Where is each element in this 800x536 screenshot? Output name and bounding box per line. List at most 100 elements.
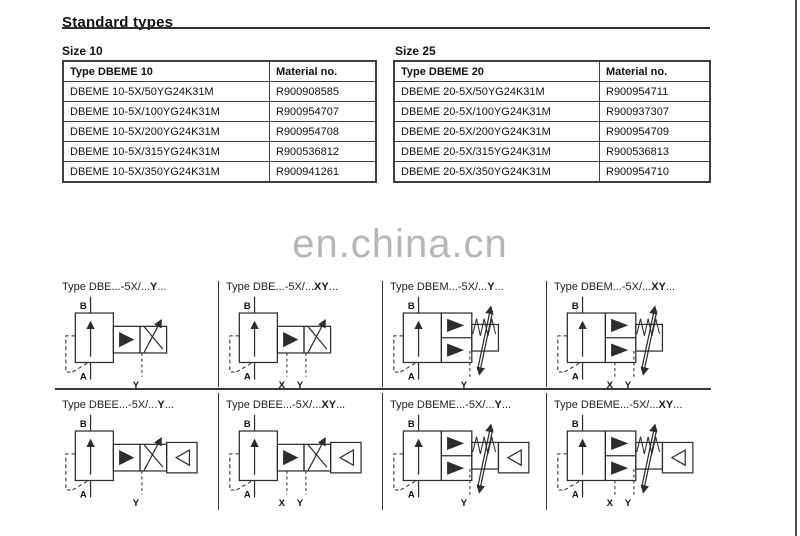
port-label-b: B	[80, 419, 87, 430]
table-cell: DBEME 20-5X/100YG24K31M	[393, 101, 600, 122]
valve-schematic-dbee-y: B A Y	[65, 414, 198, 509]
diagram-label: Type DBEE...-5X/...XY...	[226, 399, 346, 411]
table-cell: R900941261	[269, 161, 377, 183]
page-title: Standard types	[62, 14, 174, 32]
table-cell: DBEME 10-5X/50YG24K31M	[62, 81, 270, 102]
valve-body	[74, 430, 114, 482]
diagram-cell-dbee-y: Type DBEE...-5X/...Y... B A Y	[55, 389, 219, 536]
diagram-row-divider	[55, 388, 711, 390]
port-label-y: Y	[297, 498, 304, 509]
spring-icon	[472, 318, 497, 336]
port-label-y: Y	[625, 498, 632, 509]
adjuster-box	[303, 325, 332, 354]
table-cell: DBEME 20-5X/315YG24K31M	[393, 141, 600, 162]
pilot-line	[393, 453, 404, 491]
watermark: en.china.cn	[292, 222, 508, 266]
solenoid-triangle-icon	[119, 450, 135, 466]
port-label-y: Y	[625, 380, 632, 391]
port-label-a: A	[572, 490, 579, 501]
port-label-a: A	[408, 490, 415, 501]
port-label-a: A	[244, 490, 251, 501]
port-label-y: Y	[297, 380, 304, 391]
port-label-b: B	[572, 419, 579, 430]
valve-body	[566, 430, 606, 482]
table-cell: DBEME 10-5X/200YG24K31M	[62, 121, 270, 142]
table-cell: R900954711	[599, 81, 711, 102]
table-cell: DBEME 20-5X/350YG24K31M	[393, 161, 600, 183]
pilot-line	[229, 453, 240, 491]
solenoid-triangle-icon	[447, 436, 465, 451]
table-cell: R900536812	[269, 141, 377, 162]
port-label-x: X	[607, 498, 614, 509]
solenoid-triangle-icon	[611, 436, 629, 451]
port-label-y: Y	[133, 498, 140, 509]
pilot-line	[65, 335, 76, 373]
solenoid-triangle-icon	[283, 332, 299, 348]
table-header-cell: Type DBEME 20	[393, 60, 600, 82]
valve-schematic-dbe-y: BAY	[65, 296, 168, 391]
port-label-a: A	[244, 372, 251, 383]
pilot-line	[65, 453, 76, 491]
table-cell: DBEME 10-5X/315YG24K31M	[62, 141, 270, 162]
diagram-column-divider	[382, 393, 383, 510]
port-label-x: X	[279, 380, 286, 391]
diagram-label: Type DBEE...-5X/...Y...	[62, 399, 174, 411]
solenoid-triangle-icon	[283, 450, 299, 466]
port-label-y: Y	[461, 380, 468, 391]
electronics-triangle-icon	[506, 448, 522, 467]
solenoid-triangle-icon	[611, 318, 629, 333]
diagram-label: Type DBE...-5X/...Y...	[62, 281, 167, 293]
diagram-label: Type DBEM...-5X/...Y...	[390, 281, 504, 293]
electronics-triangle-icon	[670, 448, 686, 467]
valve-body	[402, 430, 442, 482]
pilot-line	[393, 335, 404, 373]
electronics-triangle-icon	[174, 448, 191, 467]
valve-body	[402, 312, 442, 364]
electronics-box	[661, 441, 694, 474]
valve-body	[238, 312, 278, 364]
port-label-a: A	[408, 372, 415, 383]
electronics-box	[330, 441, 362, 474]
valve-body	[238, 430, 278, 482]
port-label-y: Y	[461, 498, 468, 509]
port-label-a: A	[80, 490, 87, 501]
port-label-a: A	[80, 372, 87, 383]
solenoid-triangle-icon	[611, 461, 629, 475]
title-rule	[62, 27, 710, 29]
table-cell: R900954710	[599, 161, 711, 183]
diagram-column-divider	[218, 393, 219, 510]
diagram-column-divider	[382, 281, 383, 387]
diagram-label: Type DBEM...-5X/...XY...	[554, 281, 676, 293]
table-cell: R900954709	[599, 121, 711, 142]
pilot-line	[557, 453, 568, 491]
table-header-cell: Material no.	[599, 60, 711, 82]
port-label-a: A	[572, 372, 579, 383]
diagram-column-divider	[218, 281, 219, 387]
port-label-x: X	[279, 498, 286, 509]
adjuster-box	[139, 325, 168, 354]
diagram-column-divider	[546, 281, 547, 387]
table-cell: R900954707	[269, 101, 377, 122]
table-cell: R900536813	[599, 141, 711, 162]
table-header-cell: Material no.	[269, 60, 377, 82]
port-label-b: B	[408, 419, 415, 430]
pilot-line	[557, 335, 568, 373]
spring-icon	[636, 318, 661, 336]
table-header-cell: Type DBEME 10	[62, 60, 270, 82]
valve-schematic-dbeme-y: B A Y	[393, 414, 530, 509]
pilot-line	[229, 335, 240, 373]
